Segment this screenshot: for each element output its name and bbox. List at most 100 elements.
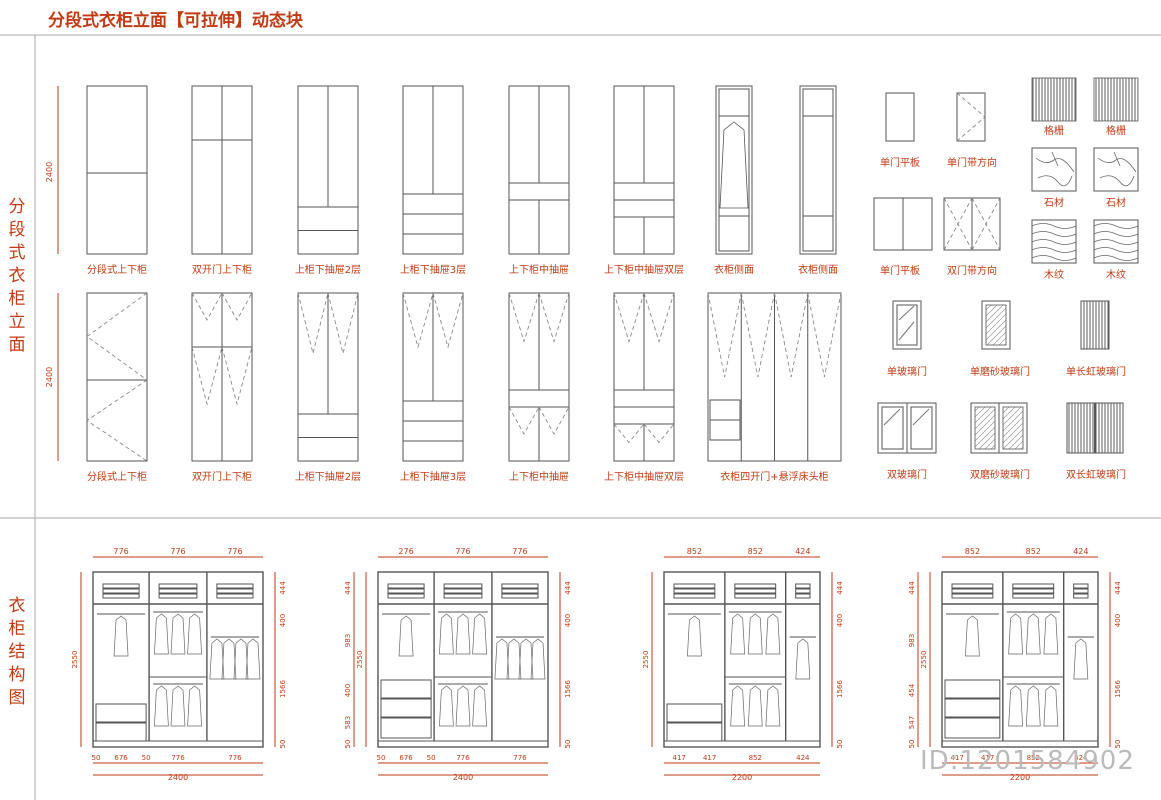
door-swing-mark — [971, 197, 1001, 225]
dim-value: 776 — [113, 547, 128, 556]
dim-value: 50 — [1114, 740, 1122, 749]
dim-value: 50 — [344, 740, 352, 749]
dim-value: 276 — [398, 547, 413, 556]
stone-vein — [1097, 151, 1137, 187]
folded-clothes — [387, 588, 425, 594]
folded-clothes — [501, 593, 539, 599]
folded-clothes — [951, 588, 994, 594]
frosted-pane — [974, 406, 996, 450]
dim-value: 547 — [908, 716, 916, 729]
folded-clothes — [673, 588, 716, 594]
dim-value: 676 — [114, 754, 128, 762]
dim-value: 983 — [908, 634, 916, 647]
section-label-structure: 衣柜结构图 — [6, 595, 28, 710]
single-reeded-door — [1080, 300, 1110, 350]
hanging-garment — [730, 613, 746, 655]
dim-value: 852 — [965, 547, 980, 556]
drawer — [95, 722, 147, 742]
folded-clothes — [216, 588, 254, 594]
total-height-value: 2550 — [356, 651, 364, 669]
hanging-garment — [530, 638, 546, 680]
hanging-garment — [506, 638, 522, 680]
dim-value: 424 — [796, 754, 810, 762]
drawer — [666, 722, 723, 742]
single-flat-door — [885, 92, 915, 142]
hanging-garment — [113, 615, 129, 657]
folded-clothes — [734, 593, 777, 599]
dim-value: 400 — [279, 614, 287, 627]
material-label: 木纹 — [1044, 268, 1064, 281]
section-label-char: 结 — [8, 642, 26, 662]
hanging-garment — [170, 613, 186, 655]
height-dim-value: 2400 — [45, 162, 54, 182]
cabinet-label: 上柜下抽屉2层 — [295, 263, 361, 276]
section-label-char: 构 — [8, 665, 26, 685]
door-swing-mark — [707, 292, 742, 378]
hanging-garment — [494, 638, 510, 680]
storage-box — [944, 717, 1001, 739]
section-label-elevations: 分段式衣柜立面 — [6, 196, 28, 357]
door-styles: 单门平板单门带方向单门平板双门带方向 — [873, 92, 1001, 277]
dim-value: 424 — [1074, 754, 1088, 762]
hanging-garment — [154, 685, 169, 727]
door-swing-mark — [643, 292, 675, 344]
cabinet-label: 上柜下抽屉2层 — [295, 470, 361, 483]
section-label-structure-text: 衣柜结构图 — [6, 595, 28, 710]
single-door-direction — [956, 92, 986, 142]
folded-clothes — [158, 593, 198, 599]
side-view-inner — [718, 88, 750, 252]
folded-clothes — [1012, 588, 1055, 594]
door-style-label: 单门平板 — [880, 156, 920, 169]
total-height-value: 2550 — [920, 651, 928, 669]
wood-grain — [1031, 231, 1077, 237]
folded-clothes — [734, 588, 777, 594]
drawer — [95, 703, 147, 723]
cabinet-label: 上下柜中抽屉双层 — [604, 470, 684, 483]
cabinet-label: 分段式上下柜 — [87, 470, 147, 483]
carcass-outline — [92, 571, 264, 748]
side-view-outline — [715, 85, 753, 255]
section-label-char: 柜 — [8, 619, 26, 639]
door-swing-mark — [508, 406, 540, 435]
dim-value: 400 — [1114, 614, 1122, 627]
wood-grain — [1031, 223, 1077, 229]
dim-value: 776 — [227, 547, 242, 556]
cabinet-label: 上下柜中抽屉 — [509, 470, 569, 483]
dim-value: 776 — [455, 547, 470, 556]
hanging-garment — [1025, 613, 1041, 655]
dim-value: 444 — [564, 581, 572, 595]
door-swing-mark — [740, 292, 775, 378]
stone-vein — [1035, 151, 1075, 187]
hanging-garment — [1025, 685, 1041, 727]
glass-pane — [881, 406, 904, 450]
hanging-garment — [1008, 685, 1024, 727]
section-label-char: 分 — [8, 197, 26, 217]
door-swing-mark — [643, 423, 675, 444]
side-view-outline — [799, 85, 837, 255]
hanging-garment — [965, 615, 980, 657]
section-label-char: 衣 — [8, 596, 26, 616]
folded-clothes — [673, 593, 716, 599]
dim-value: 852 — [748, 547, 763, 556]
dim-value: 776 — [228, 754, 242, 762]
cabinet-label: 上柜下抽屉3层 — [400, 263, 466, 276]
wood-grain — [1031, 239, 1077, 245]
dim-value: 444 — [836, 581, 844, 595]
folded-clothes — [387, 593, 425, 599]
glass-label: 单磨砂玻璃门 — [970, 365, 1030, 378]
dim-value: 50 — [377, 754, 386, 762]
hanging-garment — [472, 613, 487, 655]
dim-value: 417 — [673, 754, 686, 762]
folded-clothes — [216, 583, 254, 589]
folded-clothes — [1012, 593, 1055, 599]
row1-elevations: 分段式上下柜双开门上下柜上柜下抽屉2层上柜下抽屉3层上下柜中抽屉上下柜中抽屉双层… — [45, 85, 838, 276]
cabinet-label: 双开门上下柜 — [192, 470, 252, 483]
hanging-garment — [455, 685, 471, 727]
cabinet-label: 衣柜侧面 — [714, 263, 754, 276]
glass-label: 双长虹玻璃门 — [1066, 468, 1126, 481]
dim-value: 983 — [344, 634, 352, 647]
wood-swatch — [1031, 219, 1077, 264]
wood-grain — [1093, 255, 1139, 261]
dim-value: 444 — [279, 581, 287, 595]
